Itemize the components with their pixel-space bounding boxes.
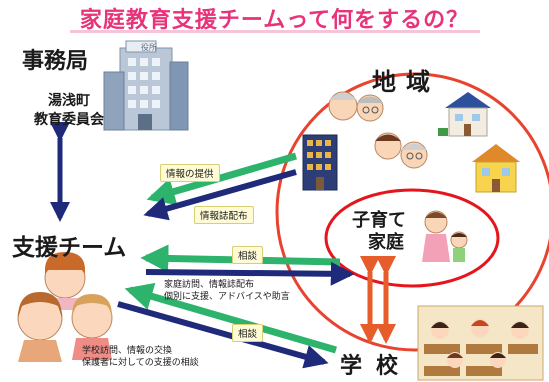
school-visit-label: 学校訪問、情報の交換 保護者に対しての支援の相談 (82, 345, 199, 369)
region-circle (275, 72, 549, 352)
school-consult-arrow (124, 282, 337, 354)
home-visit-arrow (145, 261, 355, 286)
school-consult-label: 相談 (232, 324, 264, 342)
board-label-line2: 教育委員会 (34, 112, 104, 128)
classroom-illustration (417, 305, 544, 381)
family-label-line2: 家庭 (368, 232, 404, 253)
home-visit-label: 家庭訪問、情報誌配布 個別に支援、アドバイスや助言 (164, 279, 290, 303)
family-label: 子育て 家庭 (352, 210, 406, 254)
mother-child-illustration (422, 210, 468, 262)
info-flyer-label: 情報誌配布 (194, 206, 254, 224)
support-members-illustration (17, 252, 113, 362)
house-illustration-1 (438, 92, 491, 137)
home-visit-line1: 家庭訪問、情報誌配布 (164, 280, 255, 290)
family-consult-label: 相談 (232, 246, 264, 264)
home-visit-line2: 個別に支援、アドバイスや助言 (164, 292, 290, 302)
school-visit-arrow (117, 301, 329, 369)
support-team-label: 支援チーム (12, 235, 127, 261)
school-visit-line1: 学校訪問、情報の交換 (82, 346, 173, 356)
office-label: 事務局 (22, 49, 89, 74)
office-building-illustration: 役所 (103, 40, 189, 131)
board-label-line1: 湯浅町 (48, 93, 90, 109)
family-label-line1: 子育て (352, 210, 406, 231)
region-label: 地域 (372, 68, 440, 96)
info-provide-label: 情報の提供 (160, 164, 220, 182)
apartment-illustration (302, 134, 338, 191)
info-flyer-arrow (143, 169, 297, 221)
title-underline (70, 30, 480, 33)
info-provide-arrow (146, 152, 297, 206)
board-label: 湯浅町 教育委員会 (26, 92, 112, 130)
school-label: 学校 (340, 354, 413, 379)
page-title: 家庭教育支援チームって何をするの？ (79, 8, 470, 33)
school-visit-line2: 保護者に対しての支援の相談 (82, 358, 199, 368)
elderly-people-illustration (328, 91, 428, 169)
office-sign-text: 役所 (141, 42, 157, 52)
house-illustration-2 (472, 144, 520, 193)
